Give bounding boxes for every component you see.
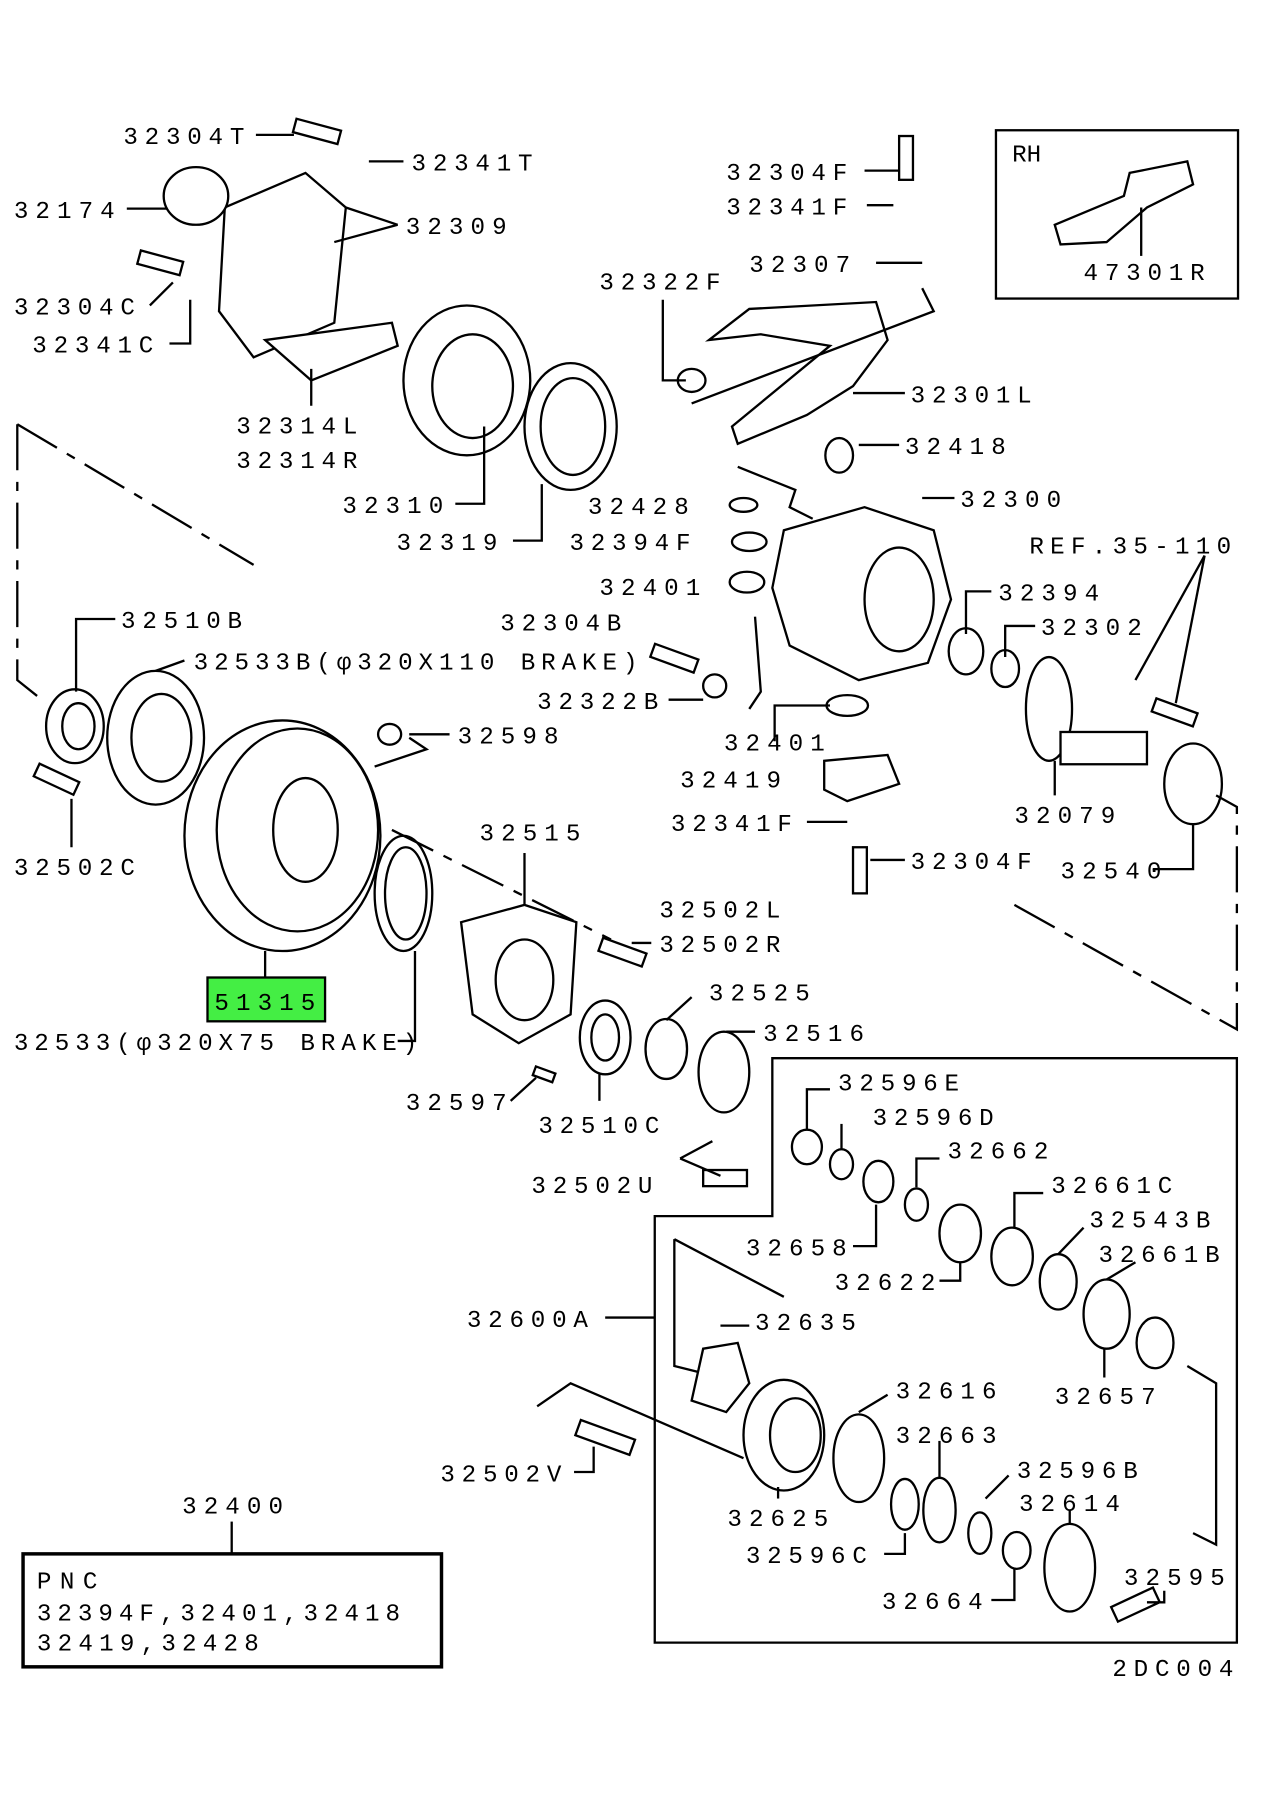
part-label-32625[interactable]: 32625 [727, 1507, 828, 1534]
part-label-32596b[interactable]: 32596B [1017, 1459, 1138, 1486]
diagram-id: 2DC004 [1112, 1657, 1233, 1684]
rh-label: RH [1012, 142, 1041, 169]
kit-box [653, 1057, 1239, 1644]
part-label-32597[interactable]: 32597 [406, 1091, 507, 1118]
part-label-32401[interactable]: 32401 [599, 576, 700, 603]
part-label-32600A[interactable]: 32600A [467, 1308, 589, 1335]
part-label-32664[interactable]: 32664 [882, 1590, 983, 1617]
part-label-32502u[interactable]: 32502U [531, 1174, 652, 1201]
part-label-32304c[interactable]: 32304C [14, 296, 135, 323]
part-label-32614[interactable]: 32614 [1019, 1492, 1120, 1519]
pitman-arm-rh [1053, 160, 1195, 246]
pnc-line-1: 32394F,32401,32418 [37, 1602, 400, 1629]
part-label-32662[interactable]: 32662 [948, 1139, 1049, 1166]
part-label-ref35110[interactable]: REF.35-110 [1029, 534, 1231, 561]
leader-lines [16, 133, 1239, 1604]
part-label-32418[interactable]: 32418 [905, 435, 1006, 462]
part-label-32304f[interactable]: 32304F [726, 161, 847, 188]
part-label-32657[interactable]: 32657 [1055, 1385, 1156, 1412]
part-label-32598[interactable]: 32598 [458, 725, 559, 752]
part-label-32596e[interactable]: 32596E [838, 1071, 959, 1098]
part-shapes [32, 117, 1224, 1624]
part-label-32301l[interactable]: 32301L [911, 383, 1032, 410]
part-label-47301R[interactable]: 47301R [1084, 261, 1205, 288]
part-label-32419[interactable]: 32419 [680, 768, 781, 795]
part-label-32401[interactable]: 32401 [724, 731, 825, 758]
part-label-32622[interactable]: 32622 [835, 1271, 936, 1298]
part-label-32516[interactable]: 32516 [763, 1022, 864, 1049]
part-label-32307[interactable]: 32307 [749, 253, 850, 280]
part-label-32658[interactable]: 32658 [746, 1236, 847, 1263]
part-label-32310[interactable]: 32310 [342, 494, 443, 521]
part-label-32502v[interactable]: 32502V [440, 1462, 562, 1489]
part-label-32525[interactable]: 32525 [709, 982, 810, 1009]
part-label-32543b[interactable]: 32543B [1089, 1209, 1210, 1236]
part-label-32394[interactable]: 32394 [998, 582, 1099, 609]
part-label-32302[interactable]: 32302 [1041, 616, 1142, 643]
part-label-32314r[interactable]: 32314R [236, 449, 357, 476]
part-label-32319[interactable]: 32319 [397, 531, 498, 558]
part-label-32314l[interactable]: 32314L [236, 414, 357, 441]
part-label-32079[interactable]: 32079 [1014, 804, 1115, 831]
part-label-32502c[interactable]: 32502C [14, 856, 135, 883]
part-label-32596d[interactable]: 32596D [873, 1106, 994, 1133]
part-label-32341f[interactable]: 32341F [726, 195, 847, 222]
part-label-32341f[interactable]: 32341F [671, 812, 792, 839]
part-label-32515[interactable]: 32515 [480, 821, 581, 848]
part-label-32661c[interactable]: 32661C [1051, 1174, 1172, 1201]
highlight-box-51315[interactable] [206, 976, 327, 1023]
part-label-32510c[interactable]: 32510C [538, 1114, 659, 1141]
part-label-32616[interactable]: 32616 [896, 1379, 997, 1406]
pnc-line-2: 32419,32428 [37, 1632, 259, 1659]
part-label-32309[interactable]: 32309 [406, 215, 507, 242]
rh-inset-box [994, 129, 1240, 300]
part-label-32661b[interactable]: 32661B [1099, 1243, 1220, 1270]
part-label-32341t[interactable]: 32341T [412, 152, 533, 179]
part-label-32394f[interactable]: 32394F [569, 531, 690, 558]
pnc-title: PNC [37, 1569, 98, 1596]
part-label-32595[interactable]: 32595 [1124, 1566, 1225, 1593]
part-label-32596c[interactable]: 32596C [746, 1544, 867, 1571]
part-label-32533320x75brake[interactable]: 32533(φ320X75 BRAKE) [14, 1031, 417, 1058]
part-label-32300[interactable]: 32300 [960, 488, 1061, 515]
part-label-32502l[interactable]: 32502L [659, 899, 780, 926]
part-label-32400[interactable]: 32400 [182, 1495, 283, 1522]
part-label-32428[interactable]: 32428 [588, 495, 689, 522]
part-label-32174[interactable]: 32174 [14, 199, 115, 226]
part-label-32540[interactable]: 32540 [1061, 859, 1162, 886]
part-label-32663[interactable]: 32663 [896, 1424, 997, 1451]
part-label-32502r[interactable]: 32502R [659, 933, 780, 960]
part-label-32304t[interactable]: 32304T [123, 125, 244, 152]
part-label-32322b[interactable]: 32322B [537, 690, 658, 717]
part-label-32510b[interactable]: 32510B [121, 609, 242, 636]
part-label-32304b[interactable]: 32304B [500, 612, 621, 639]
part-label-32322f[interactable]: 32322F [599, 270, 720, 297]
part-label-32635[interactable]: 32635 [755, 1311, 856, 1338]
part-label-32341c[interactable]: 32341C [32, 334, 153, 361]
part-label-32304f[interactable]: 32304F [911, 850, 1032, 877]
part-label-32533b320x110brake[interactable]: 32533B(φ320X110 BRAKE) [194, 651, 638, 678]
